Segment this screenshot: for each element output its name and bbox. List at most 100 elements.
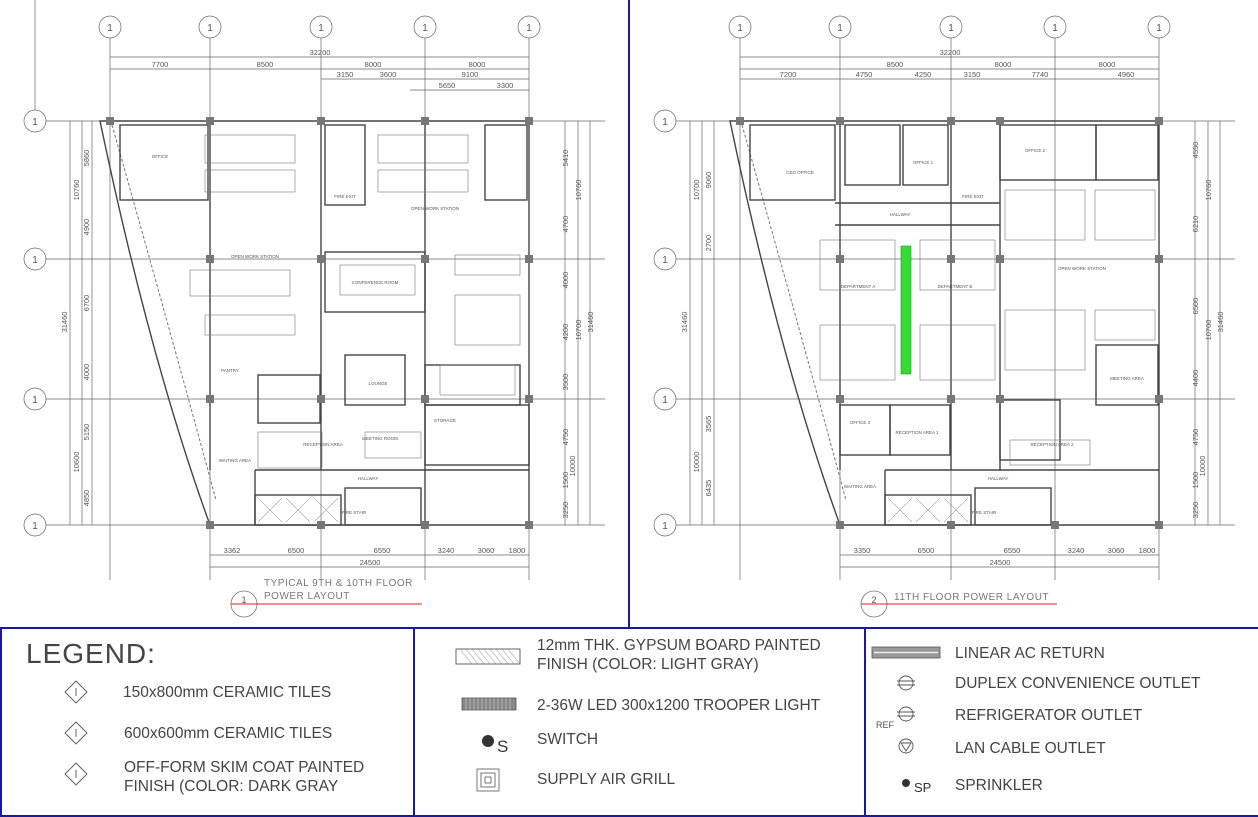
left-dimension: 6700: [82, 295, 91, 312]
right-dimension: 5410: [561, 150, 570, 167]
bottom-dimension: 3350: [854, 546, 871, 555]
legend-lan-outlet: LAN CABLE OUTLET: [955, 740, 1106, 757]
room-label: OFFICE 2: [1025, 148, 1046, 153]
diamond-tag-icon: [64, 721, 88, 745]
room-label: OPEN WORK STATION: [411, 206, 459, 211]
sprinkler-symbol: SP: [914, 780, 931, 795]
bottom-dimension: 1800: [1139, 546, 1156, 555]
bottom-dimension: 1800: [509, 546, 526, 555]
bottom-dimension: 6550: [374, 546, 391, 555]
bottom-dimension: 6500: [288, 546, 305, 555]
grid-bubble-number: 1: [526, 23, 532, 34]
legend-supply-air-grill: SUPPLY AIR GRILL: [537, 771, 676, 788]
legend-gypsum-line1: 12mm THK. GYPSUM BOARD PAINTED: [537, 637, 821, 654]
legend-col2-icons: S: [455, 648, 521, 792]
legend-refrigerator-outlet: REFRIGERATOR OUTLET: [955, 707, 1143, 724]
right-dimension: 4000: [561, 272, 570, 289]
bottom-dimension: 3240: [438, 546, 455, 555]
room-label: FIRE EXIT: [962, 194, 984, 199]
room-label: DEPARTMENT A: [841, 284, 876, 289]
legend-gypsum-line2: FINISH (COLOR: LIGHT GRAY): [537, 656, 759, 673]
grid-bubble-number: 1: [318, 23, 324, 34]
legend-duplex-outlet: DUPLEX CONVENIENCE OUTLET: [955, 675, 1201, 692]
legend-sprinkler: SPRINKLER: [955, 777, 1043, 794]
right-dimension: 3500: [561, 374, 570, 391]
right-dimension: 6500: [1191, 298, 1200, 315]
hatched-rectangle-icon: [455, 648, 521, 665]
grid-bubble-number: 1: [662, 255, 668, 266]
grid-bubble-number: 1: [662, 395, 668, 406]
sprinkler-icon: SP: [902, 779, 931, 795]
bottom-dimension: 6500: [918, 546, 935, 555]
room-label: RECEPTION AREA: [303, 442, 343, 447]
grid-bubble-number: 1: [662, 521, 668, 532]
right-dimension: 4750: [561, 429, 570, 446]
plan-title-marker-2: 2: [860, 590, 1057, 618]
bottom-total-dimension: 24500: [360, 558, 381, 567]
plan-2-title: 11TH FLOOR POWER LAYOUT: [894, 591, 1049, 604]
room-label: WAITING AREA: [844, 484, 876, 489]
left-dimension: 10600: [72, 452, 81, 473]
room-label: HALLWAY: [988, 476, 1009, 481]
grid-bubble-number: 1: [32, 395, 38, 406]
right-dimension: 10000: [1198, 456, 1207, 477]
left-dimension: 10700: [692, 180, 701, 201]
grid-bubble-number: 1: [422, 23, 428, 34]
right-dimension: 10700: [574, 320, 583, 341]
top-dimension: 8000: [365, 60, 382, 69]
top-dimension: 7740: [1032, 70, 1049, 79]
grid-bubble-number: 1: [32, 117, 38, 128]
right-dimension: 3250: [1191, 502, 1200, 519]
grid-bubble-number: 1: [1156, 23, 1162, 34]
plan-1-title-line1: TYPICAL 9TH & 10TH FLOOR: [264, 578, 413, 589]
left-dimension: 4900: [82, 219, 91, 236]
room-label: RECEPTION AREA 1: [895, 430, 939, 435]
highlighted-light-strip: [900, 245, 912, 375]
right-dimension: 4400: [1191, 370, 1200, 387]
plan-title-marker: 1: [230, 590, 422, 618]
panel-divider: [628, 0, 630, 627]
room-label: WAITING AREA: [219, 458, 251, 463]
top-dimension: 8000: [469, 60, 486, 69]
legend-trooper-light: 2-36W LED 300x1200 TROOPER LIGHT: [537, 697, 821, 714]
right-dimension: 4550: [1191, 142, 1200, 159]
room-label: FIRE EXIT: [334, 194, 356, 199]
switch-symbol: S: [497, 737, 508, 756]
grid-bubble-number: 1: [207, 23, 213, 34]
right-dimension: 4200: [561, 324, 570, 341]
workstations: [189, 134, 521, 469]
grid-bubble-number: 1: [1052, 23, 1058, 34]
grid-bubble-number: 1: [737, 23, 743, 34]
left-total-dimension: 31460: [680, 312, 689, 333]
top-dimension: 8000: [1099, 60, 1116, 69]
left-dimension: 2700: [704, 235, 713, 252]
top-dimension: 8000: [995, 60, 1012, 69]
bottom-total-dimension: 24500: [990, 558, 1011, 567]
legend-separator-1: [413, 627, 415, 815]
top-dimension: 4960: [1118, 70, 1135, 79]
legend-ceramic-600: 600x600mm CERAMIC TILES: [124, 725, 333, 742]
right-dimension: 10700: [1204, 320, 1213, 341]
diamond-tag-icon: [64, 762, 88, 786]
bottom-dimension: 3060: [1108, 546, 1125, 555]
trooper-light-icon: [461, 697, 517, 711]
top-dimension: 4250: [915, 70, 932, 79]
room-label: OPEN WORK STATION: [1058, 266, 1106, 271]
plan-number: 1: [241, 595, 246, 605]
right-dimension: 10760: [574, 180, 583, 201]
plan-number: 2: [871, 595, 876, 605]
top-dimension: 3150: [337, 70, 354, 79]
right-total-dimension: 31460: [1216, 312, 1225, 333]
plan-1-title-line2: POWER LAYOUT: [264, 591, 350, 602]
top-dimension: 9100: [462, 70, 479, 79]
top-total-dimension: 32200: [310, 48, 331, 57]
room-label: DEPARTMENT B: [938, 284, 973, 289]
left-dimension: 3565: [704, 416, 713, 433]
room-label: HALLWAY: [358, 476, 379, 481]
left-dimension: 5150: [82, 424, 91, 441]
legend-ceramic-150: 150x800mm CERAMIC TILES: [123, 684, 332, 701]
room-label: OFFICE 3: [850, 420, 871, 425]
